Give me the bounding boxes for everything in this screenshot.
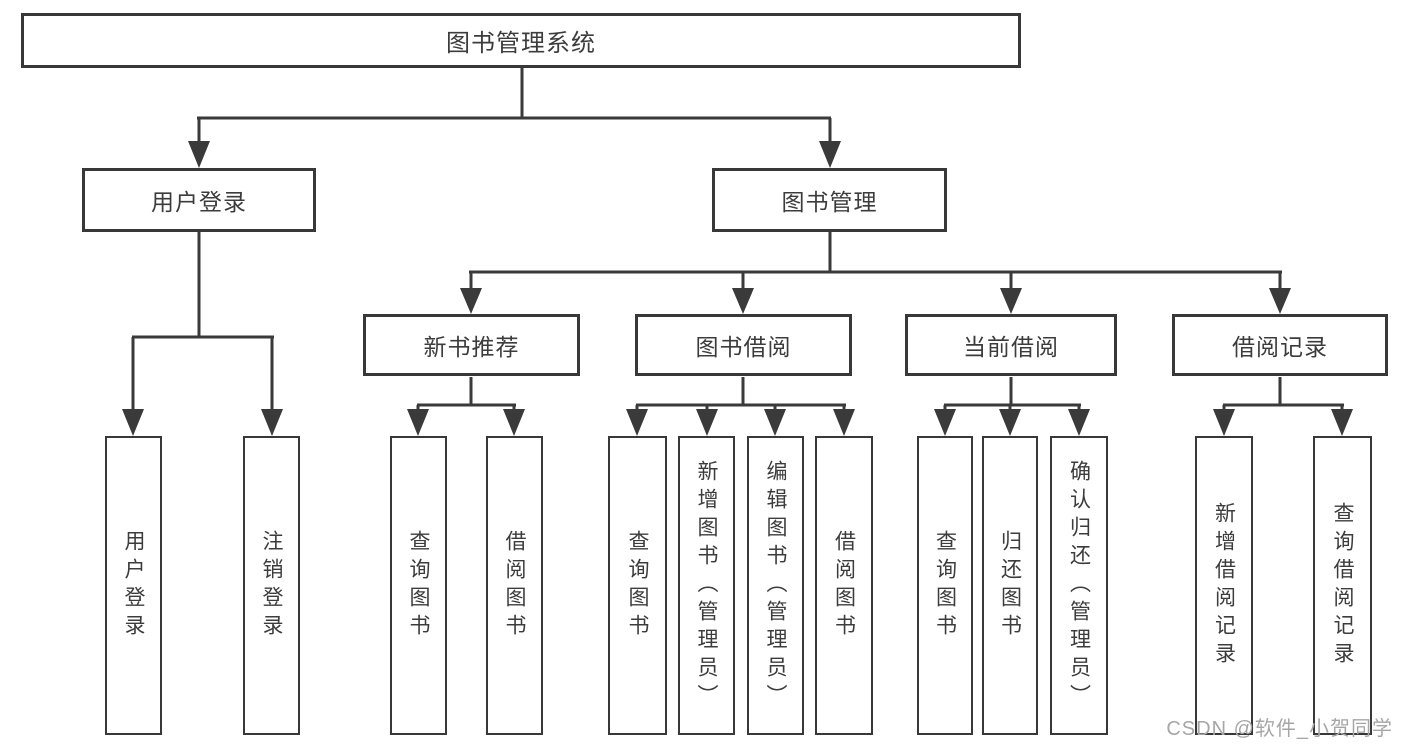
- node-user-login-label: 用户登录: [151, 189, 247, 215]
- leaf-query-books-borrow: 查询图书: [608, 436, 667, 735]
- connector-root-to-level2: [188, 68, 841, 168]
- connector-book-management-to-level3: [460, 232, 1291, 314]
- node-root: 图书管理系统: [21, 13, 1021, 68]
- arrowhead-icon: [819, 141, 841, 168]
- arrowhead-icon: [1000, 288, 1022, 314]
- leaf-query-books-recommend: 查询图书: [390, 436, 447, 735]
- leaf-query-books-recommend-label: 查询图书: [407, 529, 430, 642]
- leaf-add-book-admin-label: 新增图书（管理员）: [695, 459, 718, 712]
- node-borrow-records: 借阅记录: [1172, 314, 1388, 376]
- arrowhead-icon: [999, 409, 1021, 436]
- leaf-query-borrow-record-label: 查询借阅记录: [1331, 501, 1354, 670]
- leaf-return-book: 归还图书: [982, 436, 1038, 735]
- leaf-user-login: 用户登录: [105, 436, 162, 735]
- arrowhead-icon: [122, 409, 144, 436]
- leaf-logout: 注销登录: [243, 436, 300, 735]
- leaf-add-book-admin: 新增图书（管理员）: [678, 436, 735, 735]
- leaf-borrow-books: 借阅图书: [815, 436, 873, 735]
- watermark: CSDN @软件_小贺同学: [1166, 718, 1393, 740]
- node-book-management-label: 图书管理: [781, 189, 878, 215]
- connector-user-login-to-leaves: [122, 232, 283, 436]
- arrowhead-icon: [460, 288, 482, 314]
- arrowhead-icon: [1068, 409, 1090, 436]
- node-book-borrow: 图书借阅: [635, 314, 852, 376]
- leaf-borrow-books-recommend-label: 借阅图书: [503, 529, 526, 642]
- leaf-user-login-label: 用户登录: [122, 529, 145, 642]
- arrowhead-icon: [626, 409, 648, 436]
- leaf-add-borrow-record-label: 新增借阅记录: [1212, 501, 1236, 670]
- leaf-query-books-current-label: 查询图书: [933, 529, 957, 642]
- arrowhead-icon: [1269, 288, 1291, 314]
- leaf-return-book-label: 归还图书: [998, 529, 1022, 642]
- arrowhead-icon: [764, 409, 786, 436]
- connector-book-borrow-to-leaves: [626, 377, 855, 436]
- leaf-borrow-books-label: 借阅图书: [832, 529, 856, 642]
- arrowhead-icon: [833, 409, 855, 436]
- arrowhead-icon: [696, 409, 718, 436]
- arrowhead-icon: [732, 288, 754, 314]
- arrowhead-icon: [188, 141, 210, 168]
- node-current-borrow: 当前借阅: [905, 314, 1117, 376]
- node-book-borrow-label: 图书借阅: [695, 334, 792, 360]
- node-root-label: 图书管理系统: [446, 30, 596, 57]
- node-user-login: 用户登录: [82, 168, 316, 232]
- arrowhead-icon: [261, 409, 283, 436]
- connector-new-book-recommend-to-leaves: [407, 377, 525, 436]
- connector-borrow-records-to-leaves: [1213, 377, 1353, 436]
- node-new-book-recommend: 新书推荐: [363, 314, 580, 376]
- arrowhead-icon: [503, 409, 525, 436]
- node-current-borrow-label: 当前借阅: [963, 334, 1059, 360]
- leaf-confirm-return-admin: 确认归还（管理员）: [1050, 436, 1108, 735]
- leaf-borrow-books-recommend: 借阅图书: [486, 436, 543, 735]
- connector-current-borrow-to-leaves: [934, 377, 1090, 436]
- arrowhead-icon: [407, 409, 429, 436]
- leaf-query-books-borrow-label: 查询图书: [626, 529, 649, 642]
- leaf-logout-label: 注销登录: [260, 529, 283, 642]
- arrowhead-icon: [1331, 409, 1353, 436]
- leaf-edit-book-admin: 编辑图书（管理员）: [747, 436, 804, 735]
- leaf-query-borrow-record: 查询借阅记录: [1313, 436, 1372, 735]
- leaf-confirm-return-admin-label: 确认归还（管理员）: [1067, 459, 1091, 712]
- arrowhead-icon: [1213, 409, 1235, 436]
- node-borrow-records-label: 借阅记录: [1232, 334, 1328, 360]
- leaf-add-borrow-record: 新增借阅记录: [1195, 436, 1253, 735]
- arrowhead-icon: [934, 409, 956, 436]
- leaf-query-books-current: 查询图书: [917, 436, 973, 735]
- node-book-management: 图书管理: [712, 168, 947, 232]
- leaf-edit-book-admin-label: 编辑图书（管理员）: [764, 459, 787, 712]
- node-new-book-recommend-label: 新书推荐: [423, 334, 520, 360]
